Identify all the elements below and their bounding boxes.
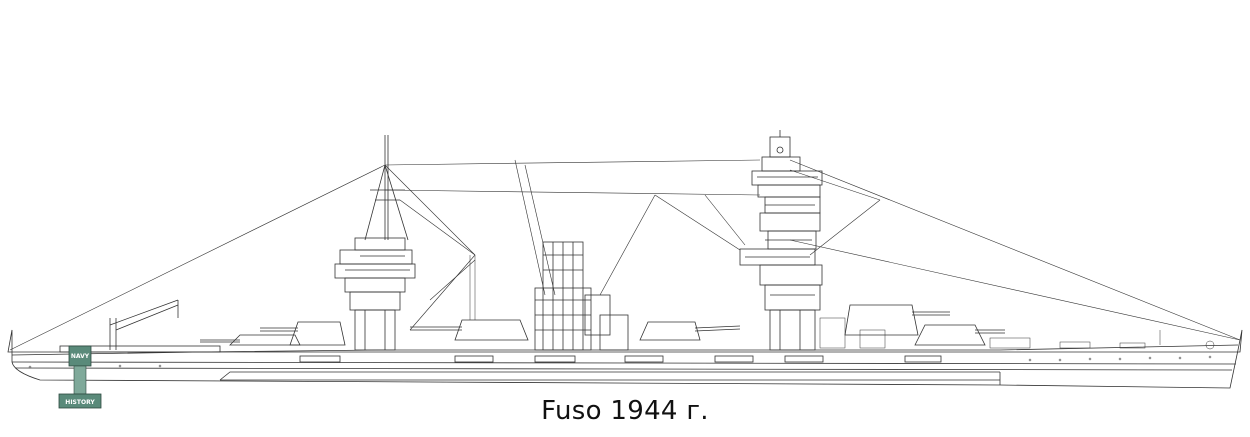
logo-column: [73, 365, 87, 395]
deck-details: [469, 255, 1215, 350]
hull: [7, 329, 1243, 389]
logo-bottom-text: HISTORY: [65, 399, 95, 406]
drawing-caption: Fuso 1944 г.: [541, 396, 709, 426]
main-turrets: [200, 304, 1005, 346]
casemate-guns: [299, 355, 942, 363]
logo-panel-bottom: [58, 393, 102, 409]
logo-top-text: NAVY: [71, 353, 90, 360]
rigging-lines: [9, 159, 1241, 351]
navy-history-logo: NAVY HISTORY: [58, 345, 102, 409]
aft-superstructure: [334, 135, 416, 351]
pagoda-mast: [739, 130, 823, 351]
aircraft-crane: [59, 299, 221, 353]
funnel: [534, 241, 629, 351]
